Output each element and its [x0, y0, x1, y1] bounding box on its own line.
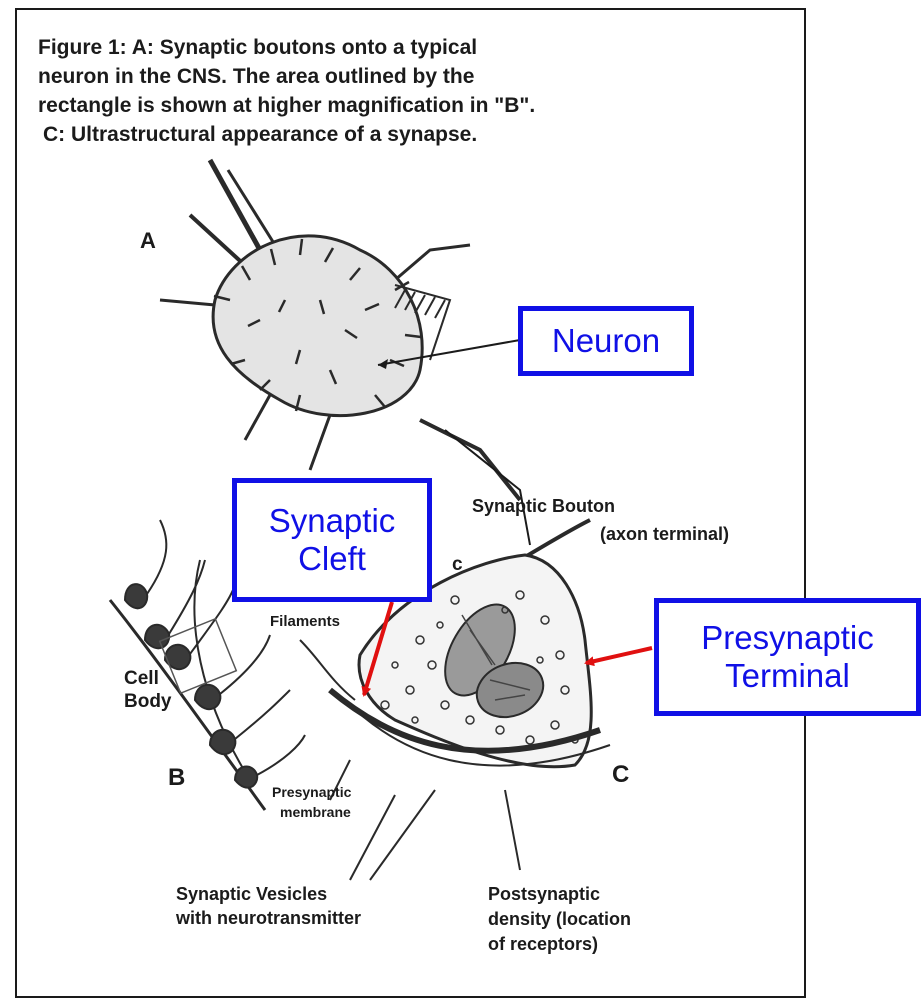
label-with-neurotransmitter: with neurotransmitter	[175, 908, 361, 928]
label-membrane: membrane	[280, 804, 351, 820]
label-filaments: Filaments	[270, 613, 340, 630]
callout-cleft-line-2: Cleft	[237, 540, 427, 578]
callout-presynaptic-terminal: Presynaptic Terminal	[654, 598, 921, 716]
label-of-receptors: of receptors)	[488, 934, 598, 954]
label-synaptic-bouton: Synaptic Bouton	[472, 496, 615, 516]
callout-cleft-line-1: Synaptic	[237, 502, 427, 540]
label-synaptic-vesicles: Synaptic Vesicles	[176, 884, 327, 904]
panel-label-c-small: c	[452, 554, 463, 575]
label-axon-terminal: (axon terminal)	[600, 524, 729, 544]
presynaptic-arrow	[586, 648, 652, 663]
callout-presynaptic-line-2: Terminal	[659, 657, 916, 695]
panel-label-a: A	[140, 228, 156, 253]
label-cell: Cell	[124, 668, 159, 689]
label-density-location: density (location	[488, 909, 631, 929]
panel-label-b: B	[168, 764, 185, 791]
callout-presynaptic-line-1: Presynaptic	[659, 619, 916, 657]
callout-neuron-text: Neuron	[523, 322, 689, 360]
callout-synaptic-cleft: Synaptic Cleft	[232, 478, 432, 602]
panel-label-c: C	[612, 761, 629, 788]
label-body: Body	[124, 691, 172, 712]
callout-neuron: Neuron	[518, 306, 694, 376]
label-presynaptic: Presynaptic	[272, 784, 352, 800]
label-postsynaptic: Postsynaptic	[488, 884, 600, 904]
